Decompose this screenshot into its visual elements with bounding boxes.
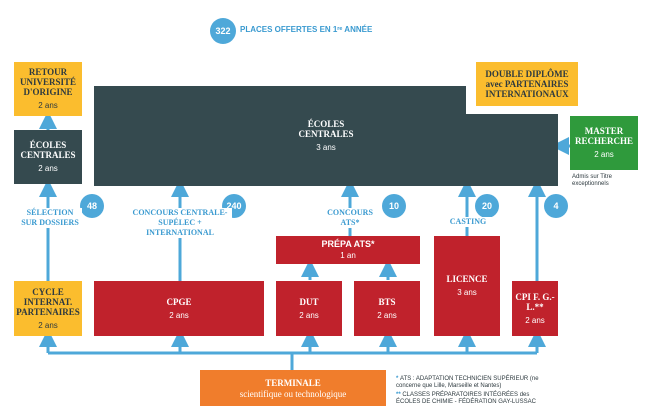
box-title: MASTER RECHERCHE — [574, 126, 633, 146]
box-dut: DUT 2 ans — [276, 281, 342, 336]
box-subtitle: scientifique ou technologique — [239, 388, 347, 399]
box-duration: 2 ans — [594, 150, 614, 159]
box-duration: 2 ans — [38, 164, 58, 173]
box-title: RETOUR UNIVERSITÉ D'ORIGINE — [19, 67, 77, 97]
box-master-recherche: MASTER RECHERCHE 2 ans — [570, 116, 638, 170]
box-duration: 2 ans — [38, 101, 58, 110]
box-duration: 3 ans — [457, 288, 477, 297]
box-duration: 2 ans — [377, 310, 397, 320]
box-title: ÉCOLES CENTRALES — [20, 140, 76, 160]
route-label-dossiers: SÉLECTION sur DOSSIERS — [18, 208, 82, 228]
places-label: PLACES OFFERTES EN 1ʳᵉ ANNÉE — [240, 25, 373, 34]
box-duration: 2 ans — [525, 315, 545, 325]
box-title: DUT — [299, 296, 319, 307]
count-badge-ats: 10 — [382, 194, 406, 218]
route-label-casting: CASTING — [440, 217, 496, 227]
count-badge-concours: 240 — [222, 194, 246, 218]
box-title: LICENCE — [446, 274, 488, 284]
box-duration: 2 ans — [38, 320, 58, 330]
places-count-badge: 322 — [210, 18, 236, 44]
count-value: 48 — [86, 201, 97, 211]
route-label-concours: CONCOURS CENTRALE-SUPÉLEC + INTERNATIONA… — [128, 208, 232, 238]
footnote-fgl: ** CLASSES PRÉPARATOIRES INTÉGRÉES des É… — [396, 392, 536, 405]
route-label-ats: CONCOURS ATS* — [318, 208, 382, 228]
footnote-fgl-text: CLASSES PRÉPARATOIRES INTÉGRÉES des ÉCOL… — [396, 392, 536, 405]
count-value: 240 — [226, 201, 242, 211]
count-badge-cpi: 4 — [544, 194, 568, 218]
box-cpi: CPI F. G.-L.** 2 ans — [512, 281, 558, 336]
box-licence: LICENCE 3 ans — [434, 236, 500, 336]
box-title: ÉCOLES CENTRALES — [298, 119, 354, 139]
count-value: 10 — [388, 201, 399, 211]
footnote-ats: * ATS : ADAPTATION TECHNICIEN SUPÉRIEUR … — [396, 376, 539, 389]
box-duration: 3 ans — [316, 143, 336, 152]
count-badge-dossiers: 48 — [80, 194, 104, 218]
count-badge-casting: 20 — [475, 194, 499, 218]
box-cpge: CPGE 2 ans — [94, 281, 264, 336]
box-title: BTS — [378, 296, 396, 307]
box-duration: 2 ans — [299, 310, 319, 320]
count-value: 4 — [553, 201, 559, 211]
places-count: 322 — [215, 26, 231, 36]
box-duration: 1 an — [340, 251, 356, 260]
box-duration: 2 ans — [169, 310, 189, 320]
box-cycle-international: CYCLE INTERNAT. PARTENAIRES 2 ans — [14, 281, 82, 336]
box-double-diplome: DOUBLE DIPLÔME avec PARTENAIRES INTERNAT… — [476, 62, 578, 106]
box-ecoles-centrales-main-ext — [94, 114, 558, 186]
box-title: PRÉPA ATS* — [321, 239, 375, 249]
count-value: 20 — [481, 201, 492, 211]
ec-main-text: ÉCOLES CENTRALES 3 ans — [94, 86, 558, 186]
box-title: CYCLE INTERNAT. PARTENAIRES — [16, 286, 80, 317]
box-title: CPI F. G.-L.** — [515, 291, 555, 312]
box-prepa-ats: PRÉPA ATS* 1 an — [276, 236, 420, 264]
box-title: CPGE — [166, 296, 192, 307]
box-title: DOUBLE DIPLÔME avec PARTENAIRES INTERNAT… — [485, 69, 569, 99]
footnote-ats-text: ATS : ADAPTATION TECHNICIEN SUPÉRIEUR (n… — [396, 376, 539, 389]
box-bts: BTS 2 ans — [354, 281, 420, 336]
box-terminale: TERMINALE scientifique ou technologique — [200, 370, 386, 406]
master-note: Admis sur Titre exceptionnels — [572, 174, 613, 187]
box-title: TERMINALE — [265, 377, 321, 388]
box-ecoles-centrales-small: ÉCOLES CENTRALES 2 ans — [14, 130, 82, 184]
box-retour-universite: RETOUR UNIVERSITÉ D'ORIGINE 2 ans — [14, 62, 82, 116]
